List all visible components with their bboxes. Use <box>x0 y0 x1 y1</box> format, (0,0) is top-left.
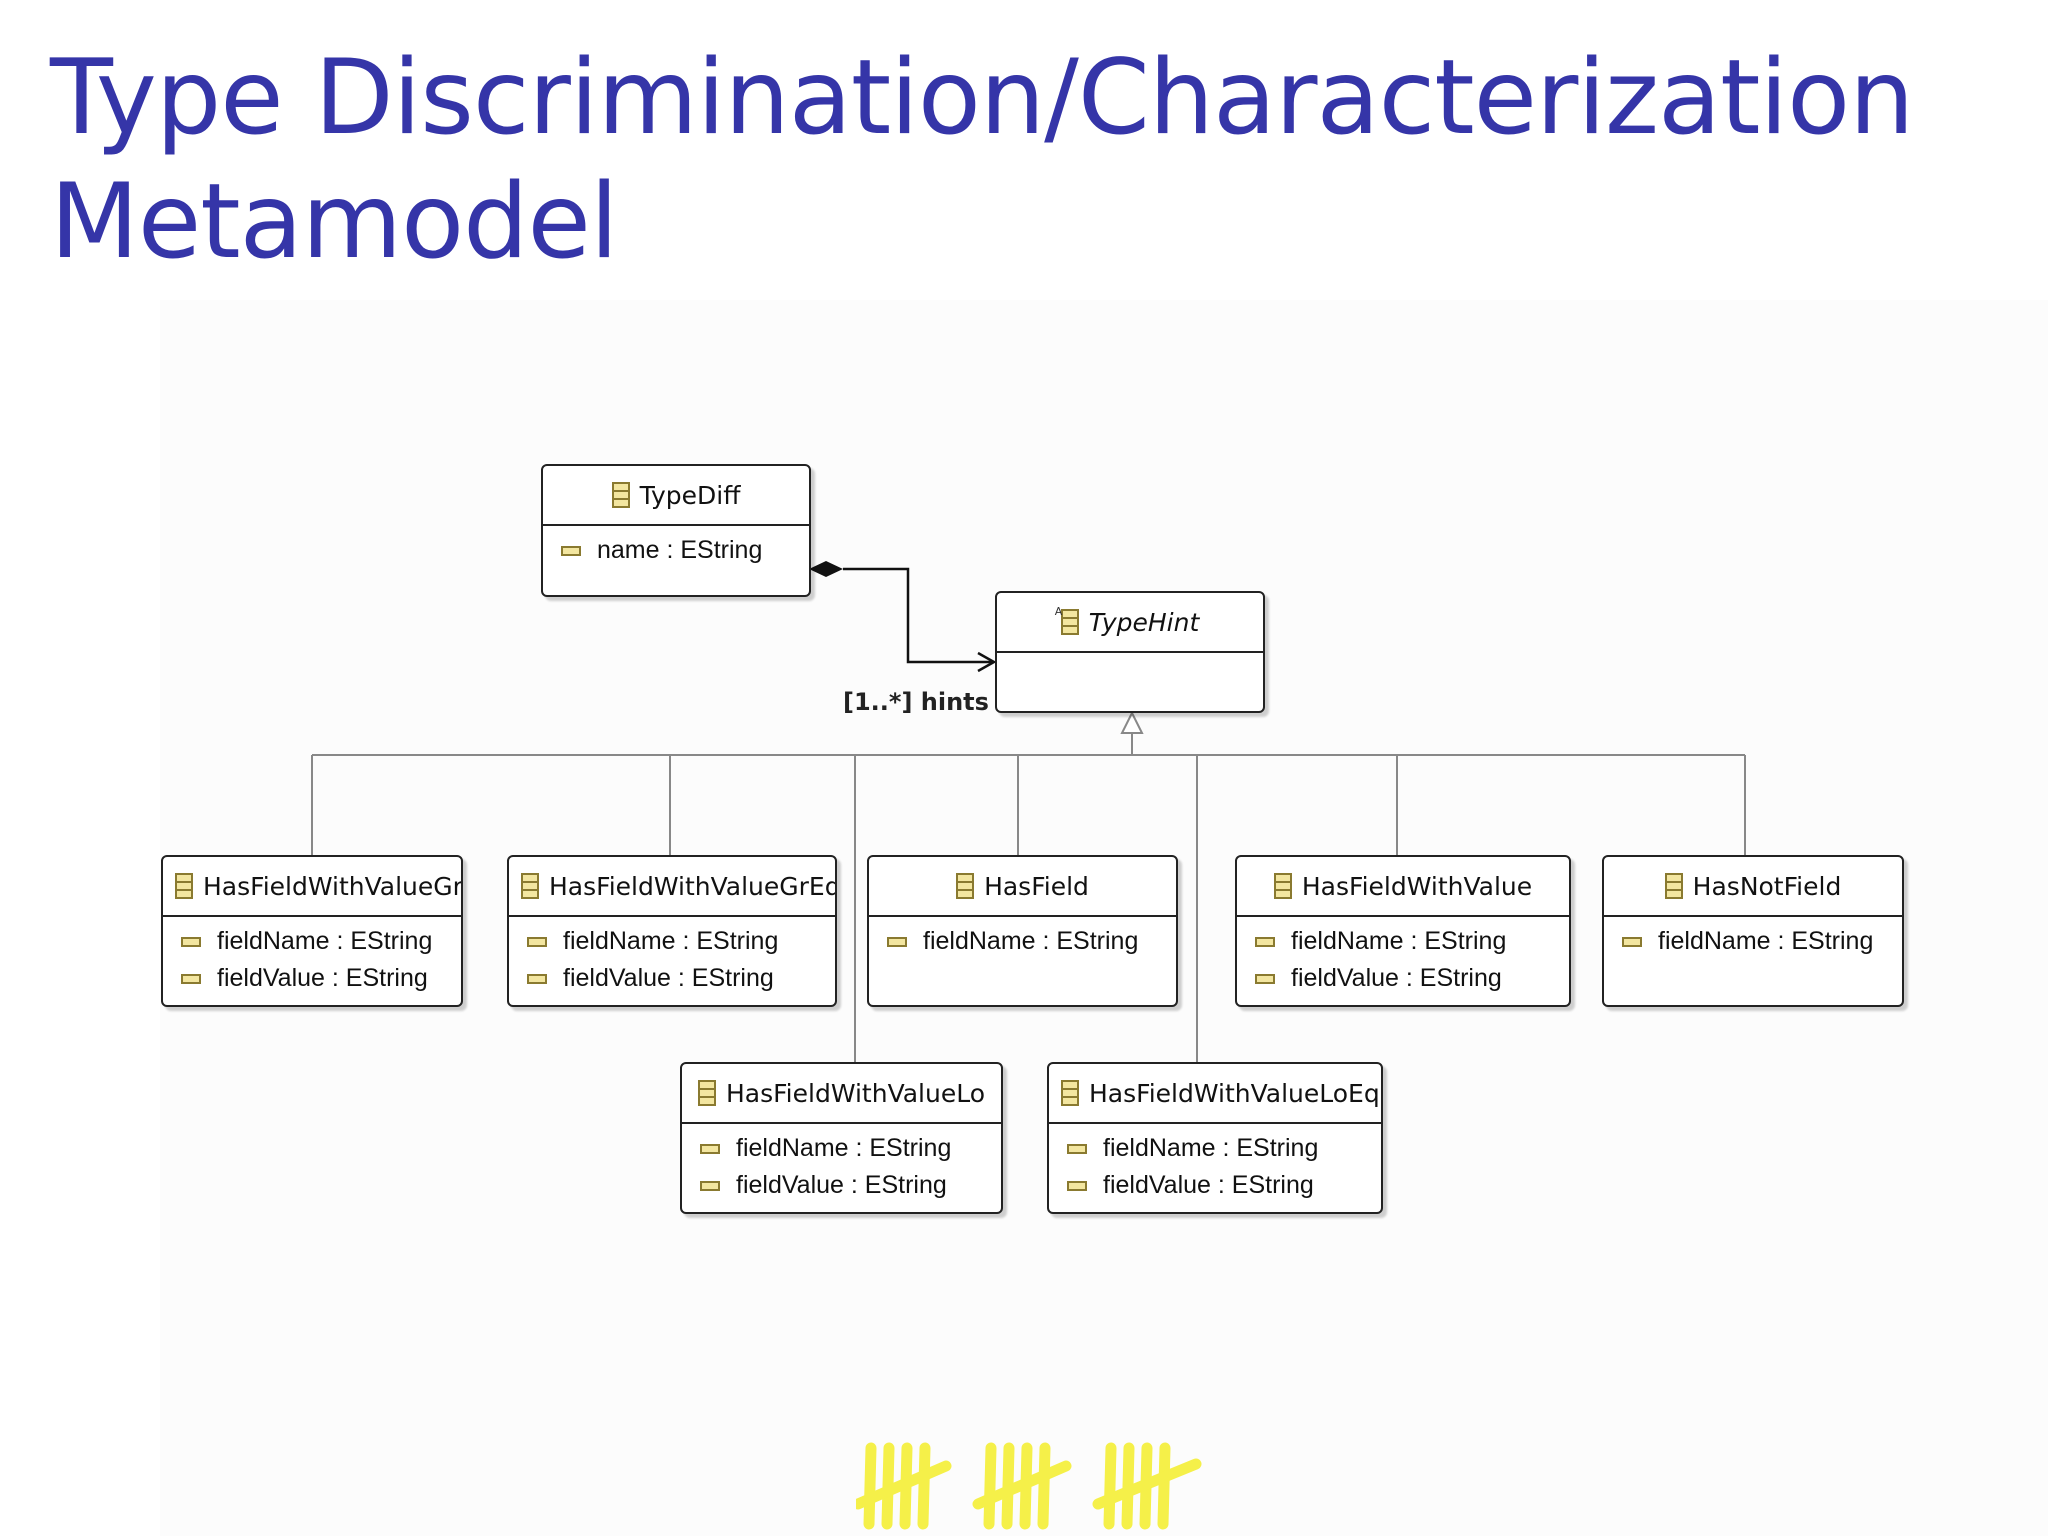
class-hasfieldwithvalueloeq[interactable]: HasFieldWithValueLoEq fieldName : EStrin… <box>1047 1062 1383 1214</box>
eattribute-icon <box>527 973 547 984</box>
class-hasfieldwithvaluelo[interactable]: HasFieldWithValueLo fieldName : EString … <box>680 1062 1003 1214</box>
attribute-list: fieldName : EString fieldValue : EString <box>1237 917 1569 997</box>
slide-title-line1: Type Discrimination/Characterization <box>50 38 1914 158</box>
attribute-label: fieldName : EString <box>1103 1134 1319 1162</box>
class-header: HasFieldWithValueGrEq <box>509 857 835 917</box>
eclass-icon <box>175 873 193 899</box>
class-typehint[interactable]: A TypeHint <box>995 591 1265 713</box>
eattribute-icon <box>527 936 547 947</box>
attribute-label: fieldValue : EString <box>1291 964 1502 992</box>
class-hasfield[interactable]: HasField fieldName : EString <box>867 855 1178 1007</box>
class-name: HasFieldWithValueGrEq <box>549 871 835 901</box>
attribute-label: fieldName : EString <box>217 927 433 955</box>
class-name: TypeHint <box>1088 607 1200 637</box>
eattribute-icon <box>181 973 201 984</box>
association-role-label: [1..*] hints <box>843 688 989 716</box>
attribute-row[interactable]: fieldValue : EString <box>1049 1167 1381 1204</box>
attribute-row[interactable]: fieldValue : EString <box>1237 960 1569 997</box>
attribute-list: name : EString <box>543 526 809 569</box>
class-hasfieldwithvaluegreq[interactable]: HasFieldWithValueGrEq fieldName : EStrin… <box>507 855 837 1007</box>
eattribute-icon <box>1255 936 1275 947</box>
eattribute-icon <box>700 1143 720 1154</box>
attribute-label: fieldValue : EString <box>217 964 428 992</box>
attribute-row[interactable]: fieldValue : EString <box>682 1167 1001 1204</box>
slide-title-line2: Metamodel <box>50 162 618 282</box>
class-header: HasNotField <box>1604 857 1902 917</box>
attribute-row[interactable]: fieldName : EString <box>509 923 835 960</box>
class-typediff[interactable]: TypeDiff name : EString <box>541 464 811 597</box>
eattribute-icon <box>1067 1180 1087 1191</box>
class-name: HasField <box>984 871 1089 901</box>
class-header: HasFieldWithValueLoEq <box>1049 1064 1381 1124</box>
tally-marks-icon <box>856 1442 1202 1530</box>
attribute-row[interactable]: fieldName : EString <box>1604 923 1902 960</box>
attribute-list: fieldName : EString fieldValue : EString <box>1049 1124 1381 1204</box>
abstract-eclass-icon: A <box>1055 605 1079 635</box>
attribute-row[interactable]: fieldName : EString <box>1049 1130 1381 1167</box>
attribute-list: fieldName : EString fieldValue : EString <box>163 917 461 997</box>
attribute-label: fieldValue : EString <box>736 1171 947 1199</box>
class-header: HasField <box>869 857 1176 917</box>
attribute-label: fieldName : EString <box>1658 927 1874 955</box>
eattribute-icon <box>887 936 907 947</box>
attribute-label: fieldValue : EString <box>1103 1171 1314 1199</box>
attribute-row[interactable]: fieldValue : EString <box>163 960 461 997</box>
attribute-label: fieldValue : EString <box>563 964 774 992</box>
eclass-icon <box>1664 873 1683 899</box>
class-header: HasFieldWithValueLo <box>682 1064 1001 1124</box>
class-header: HasFieldWithValueGr <box>163 857 461 917</box>
eclass-icon <box>1061 1080 1079 1106</box>
class-header: HasFieldWithValue <box>1237 857 1569 917</box>
eattribute-icon <box>561 545 581 556</box>
class-header: TypeDiff <box>543 466 809 526</box>
eclass-icon <box>697 1080 716 1106</box>
eattribute-icon <box>700 1180 720 1191</box>
composition-diamond-icon <box>809 561 843 577</box>
attribute-list: fieldName : EString fieldValue : EString <box>509 917 835 997</box>
attribute-row[interactable]: name : EString <box>543 532 809 569</box>
class-name: HasFieldWithValueLoEq <box>1089 1078 1380 1108</box>
attribute-list: fieldName : EString fieldValue : EString <box>682 1124 1001 1204</box>
eclass-icon <box>956 873 975 899</box>
attribute-row[interactable]: fieldName : EString <box>869 923 1176 960</box>
containment-association <box>843 567 997 673</box>
slide-title: Type Discrimination/Characterization Met… <box>50 36 1914 284</box>
class-name: HasFieldWithValueLo <box>725 1078 986 1108</box>
class-hasfieldwithvalue[interactable]: HasFieldWithValue fieldName : EString fi… <box>1235 855 1571 1007</box>
generalization-tree <box>311 732 1746 1063</box>
eclass-icon <box>1273 873 1292 899</box>
attribute-list: fieldName : EString <box>869 917 1176 960</box>
class-name: HasNotField <box>1692 871 1842 901</box>
attribute-row[interactable]: fieldValue : EString <box>509 960 835 997</box>
attribute-label: name : EString <box>597 536 763 564</box>
eattribute-icon <box>1622 936 1642 947</box>
generalization-arrowhead-icon <box>1120 710 1144 734</box>
class-header: A TypeHint <box>997 593 1263 653</box>
attribute-label: fieldName : EString <box>736 1134 952 1162</box>
attribute-row[interactable]: fieldName : EString <box>1237 923 1569 960</box>
eclass-icon <box>521 873 539 899</box>
class-hasnotfield[interactable]: HasNotField fieldName : EString <box>1602 855 1904 1007</box>
attribute-label: fieldName : EString <box>1291 927 1507 955</box>
attribute-list: fieldName : EString <box>1604 917 1902 960</box>
eclass-icon <box>611 482 630 508</box>
eattribute-icon <box>1255 973 1275 984</box>
class-name: HasFieldWithValueGr <box>203 871 461 901</box>
eattribute-icon <box>1067 1143 1087 1154</box>
attribute-label: fieldName : EString <box>563 927 779 955</box>
class-name: TypeDiff <box>639 480 741 510</box>
attribute-row[interactable]: fieldName : EString <box>682 1130 1001 1167</box>
class-name: HasFieldWithValue <box>1301 871 1533 901</box>
attribute-label: fieldName : EString <box>923 927 1139 955</box>
class-hasfieldwithvaluegr[interactable]: HasFieldWithValueGr fieldName : EString … <box>161 855 463 1007</box>
eattribute-icon <box>181 936 201 947</box>
attribute-row[interactable]: fieldName : EString <box>163 923 461 960</box>
